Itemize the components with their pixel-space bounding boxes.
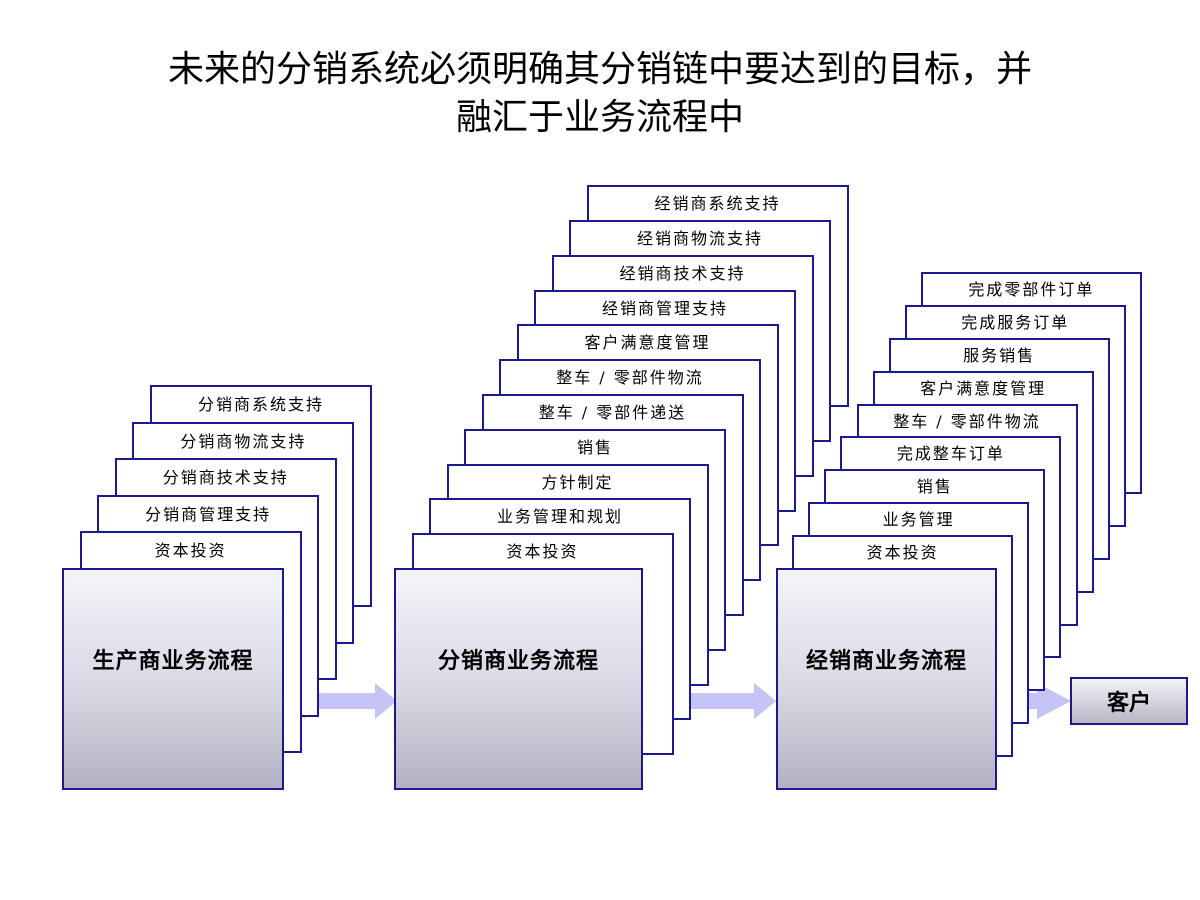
stack-card-label: 分销商技术支持	[162, 468, 289, 488]
stack-card-label: 完成整车订单	[896, 444, 1005, 464]
arrow-right-icon	[1003, 683, 1071, 719]
stack-card-label: 完成服务订单	[961, 312, 1070, 332]
customer-box: 客户	[1070, 677, 1188, 725]
stack-card-label: 业务管理和规划	[496, 507, 623, 527]
stack-card-label: 整车 / 零部件物流	[556, 368, 704, 388]
page-title: 未来的分销系统必须明确其分销链中要达到的目标，并 融汇于业务流程中	[0, 46, 1200, 142]
double-arrow-icon	[648, 683, 776, 719]
stack-card-label: 分销商管理支持	[145, 504, 272, 524]
process-label: 生产商业务流程	[92, 649, 254, 674]
stack-card-label: 整车 / 零部件递送	[538, 403, 687, 422]
stack-card-label: 业务管理	[882, 510, 955, 530]
customer-label: 客户	[1106, 691, 1151, 716]
double-arrow-icon	[283, 683, 397, 719]
stack-card-label: 经销商技术支持	[619, 263, 746, 283]
stack-card-label: 客户满意度管理	[584, 333, 711, 353]
stack-card-label: 经销商管理支持	[601, 298, 728, 318]
stack-card-label: 完成零部件订单	[968, 279, 1095, 299]
process-box: 生产商业务流程	[62, 568, 284, 790]
stack-card-label: 销售	[576, 437, 613, 457]
stack-card-label: 服务销售	[963, 345, 1036, 365]
stack-card-label: 分销商物流支持	[180, 431, 307, 451]
process-box: 分销商业务流程	[394, 568, 643, 790]
stack-card-label: 经销商物流支持	[636, 229, 763, 248]
process-label: 经销商业务流程	[805, 649, 967, 674]
stack-card-label: 资本投资	[866, 543, 939, 563]
stack-card-label: 销售	[916, 477, 953, 497]
process-box: 经销商业务流程	[776, 568, 997, 790]
stack-card-label: 资本投资	[154, 541, 227, 561]
stack-card-label: 方针制定	[541, 472, 614, 492]
process-label: 分销商业务流程	[437, 649, 599, 674]
title-line-1: 未来的分销系统必须明确其分销链中要达到的目标，并	[167, 49, 1032, 90]
stack-card-label: 分销商系统支持	[197, 395, 324, 414]
stack-card-label: 资本投资	[506, 542, 579, 562]
stack-card-label: 经销商系统支持	[654, 194, 781, 214]
stack-card-label: 客户满意度管理	[920, 378, 1047, 398]
title-line-2: 融汇于业务流程中	[455, 97, 744, 138]
stack-card-label: 整车 / 零部件物流	[893, 411, 1041, 431]
